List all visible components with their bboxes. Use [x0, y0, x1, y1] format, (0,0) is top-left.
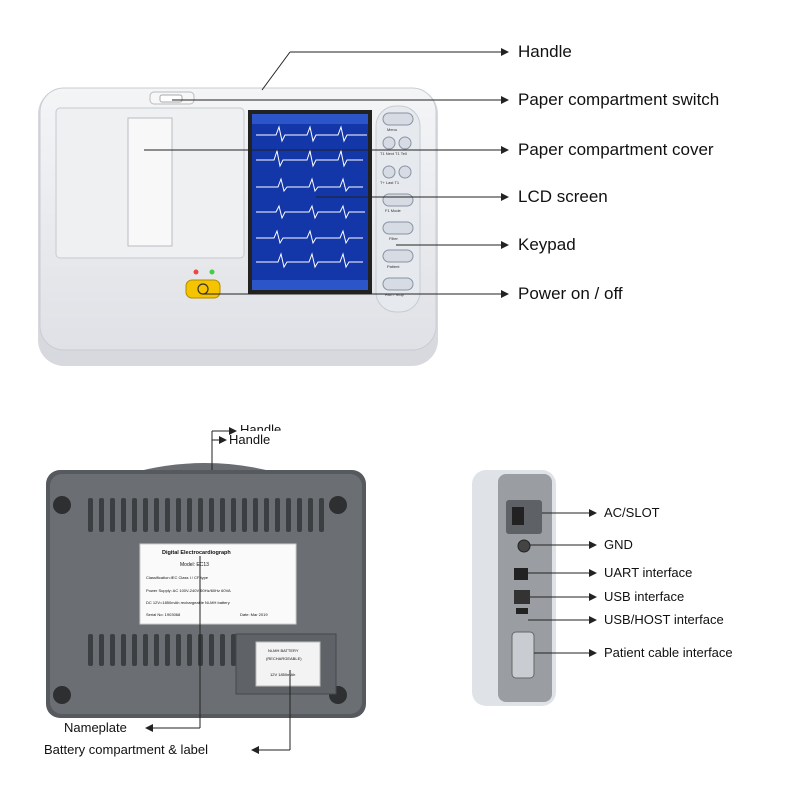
vent-slot: [121, 634, 126, 666]
vent-slot: [220, 634, 225, 666]
vent-slot: [319, 498, 324, 532]
vent-slot: [231, 498, 236, 532]
vent-slot: [264, 498, 269, 532]
key-menu-label: Menu: [387, 127, 398, 132]
key-run-label: Run / Stop: [385, 292, 404, 297]
nameplate-date: Date: Mar 2019: [240, 612, 268, 617]
keypad-label: Keypad: [518, 235, 576, 254]
battery-line2: (RECHARGEABLE): [266, 656, 302, 661]
patient-cable-port: [511, 631, 535, 679]
handle-label: Handle: [518, 42, 572, 61]
vent-slot: [220, 498, 225, 532]
usb-label: USB interface: [604, 589, 685, 604]
gnd-label: GND: [604, 537, 633, 552]
vent-slot: [231, 634, 236, 666]
nameplate-power: Power Supply: AC 100V-240V 50Hz/60Hz 60V…: [146, 588, 231, 593]
vent-slot: [242, 498, 247, 532]
usb-port: [514, 590, 530, 604]
nameplate-classification: Classification:IEC Class I / CF type: [146, 575, 209, 580]
vent-slot: [176, 634, 181, 666]
lcd-screen-label: LCD screen: [518, 187, 608, 206]
uart-label: UART interface: [604, 565, 693, 580]
patient-cable-label: Patient cable interface: [604, 645, 733, 660]
vent-slot: [154, 634, 159, 666]
vent-slot: [110, 498, 115, 532]
ac-slot-label: AC/SLOT: [604, 505, 660, 520]
nameplate-label: Nameplate: [64, 720, 127, 735]
nameplate: [139, 543, 297, 625]
battery-line1: Ni-MH BATTERY: [268, 648, 299, 653]
battery-label: [255, 641, 321, 687]
nameplate-title: Digital Electrocardiograph: [162, 550, 231, 556]
vent-slot: [209, 634, 214, 666]
vent-slot: [165, 634, 170, 666]
key-filter-label: Filter: [389, 236, 398, 241]
battery-line3: 12V 1850mAh: [270, 672, 296, 677]
vent-slot: [308, 498, 313, 532]
side-view: [472, 470, 556, 706]
back-handle-label: Handle: [229, 432, 271, 447]
vent-slot: [253, 498, 258, 532]
nameplate-serial: Serial No: 1903068: [146, 612, 181, 617]
paper-cover-label: Paper compartment cover: [518, 140, 714, 159]
vent-slot: [154, 498, 159, 532]
paper-switch-label: Paper compartment switch: [518, 90, 720, 109]
uart-port: [514, 568, 528, 580]
gnd-terminal: [517, 539, 531, 553]
key-nav2-label: T+ Last T1: [380, 180, 400, 185]
ecg-traces: [256, 125, 367, 269]
vent-slot: [297, 498, 302, 532]
vent-slot: [165, 498, 170, 532]
vent-slot: [198, 498, 203, 532]
vent-slot: [143, 634, 148, 666]
vent-slot: [88, 634, 93, 666]
power-label: Power on / off: [518, 284, 623, 303]
power-button: [185, 279, 221, 299]
nameplate-model: Model: EC13: [180, 562, 209, 568]
vent-slot: [99, 634, 104, 666]
front-device: [38, 87, 438, 366]
key-mode-label: F1 Mode: [385, 208, 401, 213]
vent-slot: [132, 498, 137, 532]
vent-slot: [187, 498, 192, 532]
nameplate-battery: DC 12V=1850mAh rechargeable Ni-MH batter…: [146, 600, 230, 605]
vent-slot: [209, 498, 214, 532]
vent-slot: [110, 634, 115, 666]
vent-slot: [143, 498, 148, 532]
back-panel: [46, 463, 366, 718]
vent-slot: [88, 498, 93, 532]
vent-slot: [132, 634, 137, 666]
key-patient-label: Patient: [387, 264, 400, 269]
handle-label-top: Handle: [240, 422, 282, 437]
vent-slot: [187, 634, 192, 666]
battery-compartment-label: Battery compartment & label: [44, 742, 209, 757]
vent-slot: [121, 498, 126, 532]
vent-slot: [286, 498, 291, 532]
usb-host-label: USB/HOST interface: [604, 612, 724, 627]
vent-slot: [275, 498, 280, 532]
vent-slot: [176, 498, 181, 532]
usb-host-port: [516, 608, 528, 614]
key-nav1-label: T1 Next T1 Tell: [380, 151, 407, 156]
vent-slot: [99, 498, 104, 532]
